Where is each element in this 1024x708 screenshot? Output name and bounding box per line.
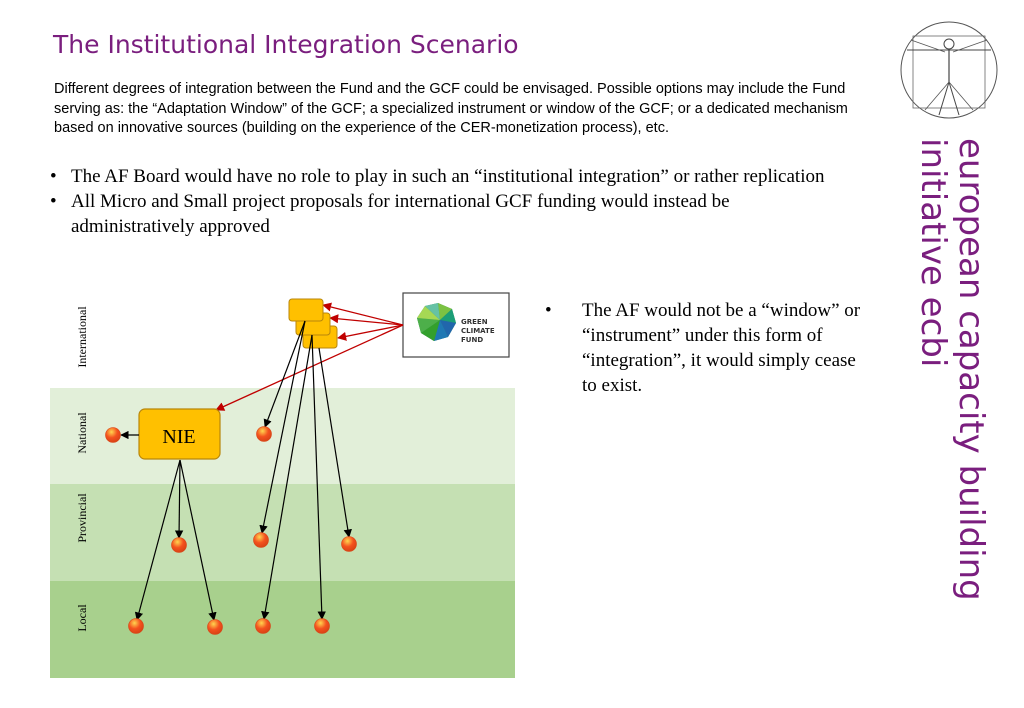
international-box bbox=[288, 298, 324, 322]
level-label-provincial: Provincial bbox=[75, 493, 89, 543]
project-dot bbox=[207, 619, 223, 635]
flow-arrow bbox=[174, 459, 184, 539]
band-provincial bbox=[50, 484, 515, 581]
gcf-logo-line-2: CLIMATE bbox=[461, 327, 495, 335]
flow-arrow bbox=[134, 459, 181, 621]
level-label-local: Local bbox=[75, 604, 89, 632]
nie-box bbox=[138, 408, 221, 460]
flow-arrow bbox=[261, 334, 313, 620]
gcf-logo: GREEN CLIMATE FUND bbox=[402, 292, 510, 358]
gcf-arrow bbox=[337, 324, 404, 341]
flow-arrow bbox=[263, 320, 306, 428]
project-dot bbox=[256, 426, 272, 442]
bullet-item: The AF Board would have no role to play … bbox=[50, 164, 840, 189]
flow-arrow bbox=[311, 334, 326, 620]
gcf-arrow bbox=[322, 302, 404, 326]
page-title: The Institutional Integration Scenario bbox=[53, 30, 519, 59]
gcf-arrow bbox=[215, 324, 404, 411]
project-dot bbox=[171, 537, 187, 553]
project-dot bbox=[255, 618, 271, 634]
project-dot bbox=[341, 536, 357, 552]
gcf-logo-line-1: GREEN bbox=[461, 318, 488, 326]
band-local bbox=[50, 581, 515, 678]
flow-arrow bbox=[179, 459, 217, 621]
nie-label: NIE bbox=[162, 426, 195, 448]
side-bullet-text: The AF would not be a “window” or “instr… bbox=[582, 300, 861, 396]
level-label-international: International bbox=[75, 306, 89, 368]
bullet-list: The AF Board would have no role to play … bbox=[50, 164, 840, 239]
flow-arrow bbox=[318, 347, 352, 538]
gcf-arrow bbox=[329, 314, 404, 326]
project-dot bbox=[105, 427, 121, 443]
intro-paragraph: Different degrees of integration between… bbox=[54, 81, 848, 136]
side-bullet: • The AF would not be a “window” or “ins… bbox=[545, 298, 875, 398]
project-dot bbox=[128, 618, 144, 634]
bullet-item: All Micro and Small project proposals fo… bbox=[50, 189, 840, 239]
project-dot bbox=[314, 618, 330, 634]
project-dot bbox=[253, 532, 269, 548]
level-label-national: National bbox=[75, 412, 89, 454]
vitruvian-man-logo bbox=[900, 21, 998, 119]
flow-arrow bbox=[259, 320, 306, 534]
gcf-logo-line-3: FUND bbox=[461, 336, 483, 344]
bullet-dot: • bbox=[545, 300, 552, 321]
